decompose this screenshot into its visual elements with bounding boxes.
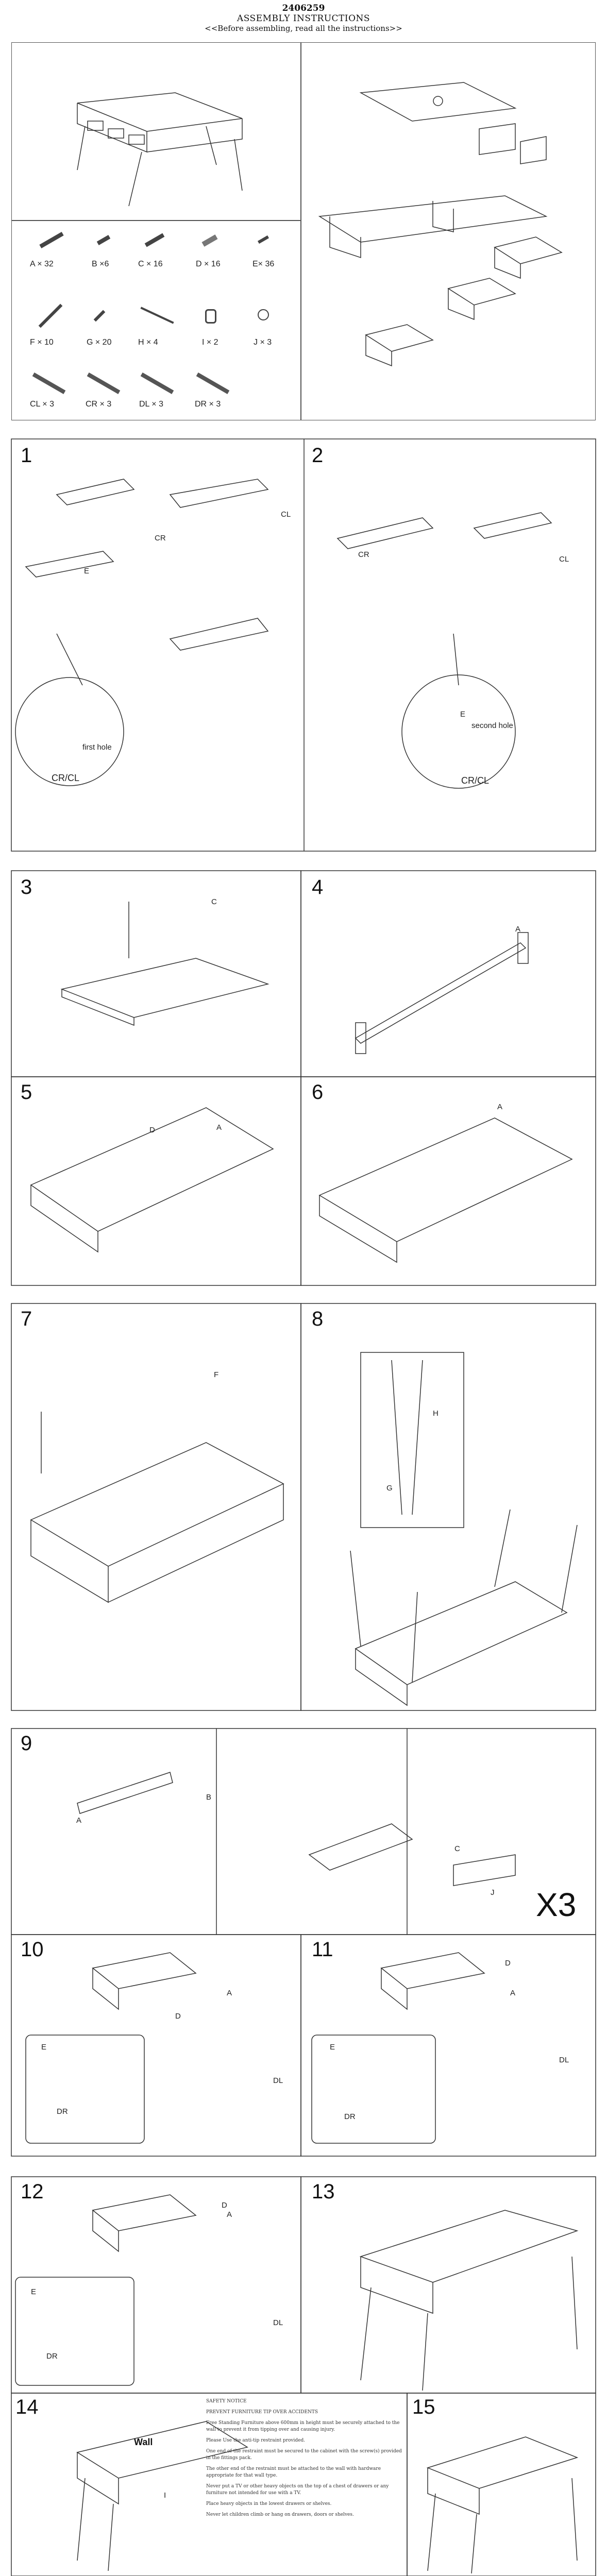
hardware-label: A × 32 [30, 260, 54, 268]
rail-dr-label: DR [344, 2112, 356, 2121]
step-3-number: 3 [21, 876, 32, 899]
hardware-label: J × 3 [254, 338, 272, 347]
safety-paragraph: Never let children climb or hang on draw… [206, 2512, 354, 2517]
step-7-number: 7 [21, 1308, 32, 1330]
hardware-label: CL × 3 [30, 400, 54, 409]
hook-i-label: I [164, 2491, 166, 2500]
screw-e-label: E [41, 2043, 47, 2052]
safety-paragraph: Place heavy objects in the lowest drawer… [206, 2501, 332, 2506]
hardware-label: B ×6 [92, 260, 109, 268]
step-13-number: 13 [312, 2180, 335, 2203]
screw-a-label: A [227, 2210, 232, 2219]
hook-icon [205, 309, 216, 324]
step-9-number: 9 [21, 1732, 32, 1755]
screw-b-label: B [206, 1793, 212, 1802]
safety-subheading: PREVENT FURNITURE TIP OVER ACCIDENTS [206, 2410, 318, 2415]
hardware-label: E× 36 [252, 260, 275, 268]
model-number: 2406259 [282, 3, 325, 13]
step-5-number: 5 [21, 1081, 32, 1104]
screw-a-label: A [497, 1103, 503, 1111]
safety-notice: SAFETY NOTICE PREVENT FURNITURE TIP OVER… [206, 2398, 402, 2522]
rail-crcl-label: CR/CL [461, 775, 490, 786]
dowel-d-label: D [505, 1959, 511, 1968]
rail-dl-label: DL [273, 2318, 283, 2327]
hardware-label: I × 2 [202, 338, 218, 347]
step-1-number: 1 [21, 444, 32, 467]
rail-cl-label: CL [559, 555, 569, 564]
step-12-number: 12 [21, 2180, 44, 2203]
screw-e-label: E [84, 567, 90, 575]
hole-label: second hole [471, 721, 513, 730]
step-11-number: 11 [312, 1938, 333, 1961]
step-1-2-frame [11, 438, 596, 852]
rail-cl-label: CL [281, 510, 291, 519]
safety-paragraph: Never put a TV or other heavy objects on… [206, 2484, 389, 2496]
cam-c-label: C [211, 897, 217, 906]
hole-label: first hole [82, 743, 112, 752]
hardware-label: CR × 3 [86, 400, 112, 409]
screw-e-label: E [460, 710, 466, 719]
safety-heading: SAFETY NOTICE [206, 2399, 247, 2404]
step-4-number: 4 [312, 876, 324, 899]
screw-a-label: A [510, 1989, 516, 1997]
document-title: ASSEMBLY INSTRUCTIONS [237, 13, 370, 24]
overview-product-panel [11, 42, 301, 221]
step-14-number: 14 [15, 2396, 39, 2418]
hardware-label: DL × 3 [139, 400, 163, 409]
hardware-label: D × 16 [196, 260, 221, 268]
screw-a-label: A [76, 1816, 82, 1825]
safety-paragraph: Please Use the anti-tip restraint provid… [206, 2438, 306, 2443]
rail-dr-label: DR [46, 2352, 58, 2361]
rail-dl-label: DL [559, 2056, 569, 2064]
hardware-label: H × 4 [138, 338, 158, 347]
dowel-d-label: D [149, 1126, 155, 1134]
hardware-label: C × 16 [138, 260, 163, 268]
leg-h-label: H [433, 1409, 439, 1418]
desk-overview-drawing [77, 92, 243, 207]
screw-f-label: F [214, 1370, 219, 1379]
rail-cr-label: CR [155, 534, 166, 543]
exploded-parts-drawing [318, 82, 563, 367]
step-2-number: 2 [312, 444, 324, 467]
bolt-c-label: C [454, 1844, 460, 1853]
hardware-label: DR × 3 [195, 400, 221, 409]
wall-label: Wall [134, 2437, 153, 2447]
safety-paragraph: Free Standing Furniture above 600mm in h… [206, 2420, 400, 2432]
safety-paragraph: One end of the restraint must be secured… [206, 2449, 402, 2461]
screw-a-label: A [515, 925, 521, 934]
step-10-number: 10 [21, 1938, 44, 1961]
hardware-label: G × 20 [87, 338, 112, 347]
rail-dr-label: DR [57, 2107, 68, 2116]
screw-e-label: E [31, 2287, 37, 2296]
step-8-number: 8 [312, 1308, 324, 1330]
rail-crcl-label: CR/CL [52, 773, 80, 783]
rail-cr-label: CR [358, 550, 369, 559]
dowel-d-label: D [222, 2201, 227, 2210]
step-6-number: 6 [312, 1081, 324, 1104]
knob-j-label: J [491, 1888, 495, 1897]
knob-icon [258, 309, 269, 320]
exploded-parts-panel [301, 42, 596, 420]
step-15-number: 15 [412, 2396, 435, 2418]
screw-a-label: A [227, 1989, 232, 1997]
safety-paragraph: The other end of the restraint must be a… [206, 2466, 381, 2478]
hardware-label: F × 10 [30, 338, 54, 347]
repeat-x3-label: X3 [536, 1886, 577, 1923]
document-subtitle: <<Before assembling, read all the instru… [205, 24, 402, 33]
screw-a-label: A [216, 1123, 222, 1132]
rail-dl-label: DL [273, 2076, 283, 2085]
dowel-d-label: D [175, 2012, 181, 2021]
screw-e-label: E [330, 2043, 335, 2052]
screw-g-label: G [386, 1484, 393, 1493]
document-header: 2406259 ASSEMBLY INSTRUCTIONS <<Before a… [0, 0, 607, 33]
